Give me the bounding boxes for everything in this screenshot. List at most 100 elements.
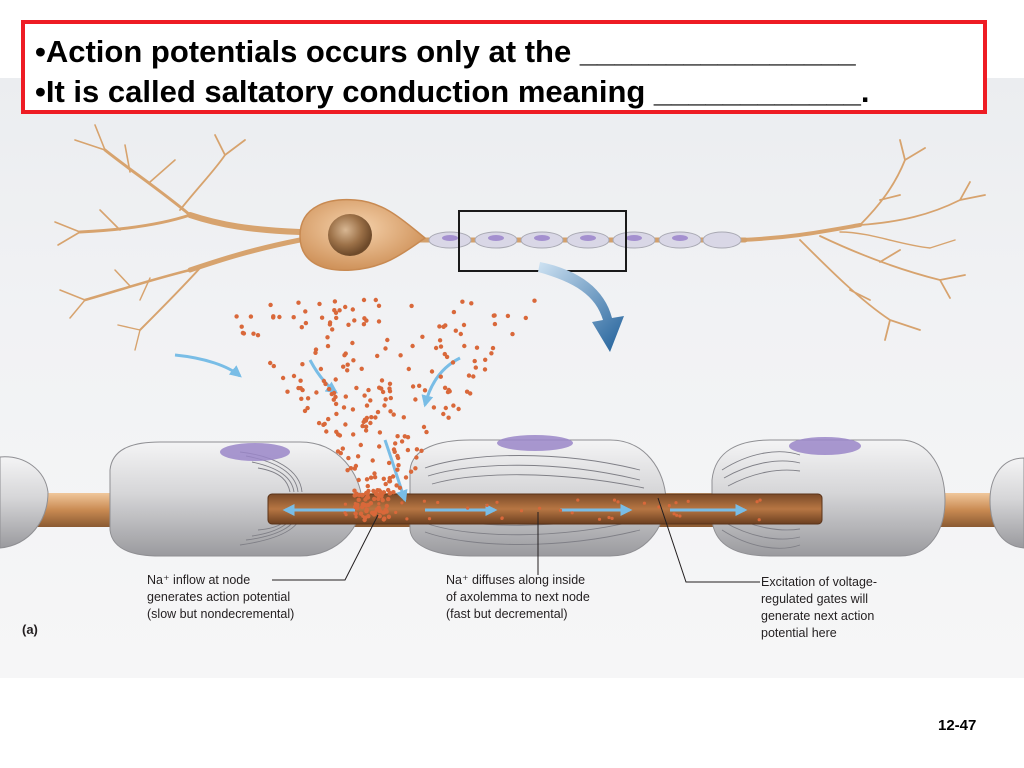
sodium-ion-dot <box>410 384 416 389</box>
sodium-ion-dot <box>462 343 467 349</box>
sodium-ion-dot <box>251 331 256 336</box>
sodium-ion-dot <box>241 331 247 336</box>
sodium-ion-dot <box>382 403 387 408</box>
sodium-ion-dot <box>327 320 333 325</box>
sodium-ion-dot <box>239 324 244 329</box>
sodium-ion-dot <box>354 491 359 496</box>
sodium-ion-dot <box>366 514 371 519</box>
question-box: •Action potentials occurs only at the __… <box>21 20 987 114</box>
sodium-ion-dot <box>383 481 388 487</box>
sodium-ion-dot <box>413 466 418 471</box>
sodium-ion-dot <box>441 324 446 329</box>
sodium-ion-dot <box>364 490 369 496</box>
sodium-ion-dot <box>468 391 473 396</box>
sodium-ion-dot <box>377 502 381 506</box>
sodium-ion-dot <box>386 514 392 519</box>
sodium-ion-dot <box>431 405 437 410</box>
sodium-ion-dot <box>616 500 620 504</box>
sodium-ion-dot <box>387 479 393 484</box>
sodium-ion-dot <box>391 412 396 417</box>
sodium-ion-dot <box>318 366 324 372</box>
neuron-illustration <box>54 124 986 351</box>
sodium-ion-dot <box>387 381 393 386</box>
sodium-ion-dot <box>436 500 440 505</box>
sodium-ion-dot <box>370 458 375 463</box>
sodium-ion-dot <box>346 455 351 461</box>
sodium-ion-dot <box>472 358 477 364</box>
sodium-ion-dot <box>325 335 330 340</box>
label-excitation: Excitation of voltage- regulated gates w… <box>761 574 877 642</box>
axon-terminals <box>738 139 986 341</box>
sodium-ion-dot <box>340 446 345 451</box>
sodium-ion-dot <box>350 340 355 346</box>
myelinated-axon-detail <box>0 435 1024 557</box>
sodium-ion-dot <box>316 420 322 426</box>
sodium-ion-dot <box>384 509 389 514</box>
sodium-ion-dot <box>372 475 378 480</box>
nucleus <box>328 214 372 256</box>
sodium-ion-dot <box>364 495 370 500</box>
label-diffusion-line-1: Na⁺ diffuses along inside <box>446 573 586 587</box>
sodium-ion-dot <box>442 385 448 390</box>
sodium-ion-dot <box>473 365 478 370</box>
sodium-ion-dot <box>354 385 359 391</box>
sodium-ion-dot <box>414 455 419 460</box>
sodium-ion-dot <box>364 477 370 482</box>
sodium-ion-dot <box>354 504 358 508</box>
sodium-ion-dot <box>277 314 282 320</box>
sodium-ion-dot <box>325 343 331 349</box>
sodium-ion-dot <box>372 496 377 502</box>
sodium-ion-dot <box>356 477 361 483</box>
question-line-2: •It is called saltatory conduction meani… <box>35 74 870 109</box>
sodium-ion-dot <box>612 498 617 502</box>
sodium-ion-dot <box>399 439 405 444</box>
left-dendrites <box>54 124 303 351</box>
sodium-ion-dot <box>489 351 494 356</box>
sodium-ion-dot <box>386 496 391 502</box>
sodium-ion-dot <box>505 313 511 319</box>
sodium-ion-dot <box>355 454 361 459</box>
sodium-ion-dot <box>441 411 446 417</box>
sodium-ion-dot <box>510 331 515 337</box>
sodium-ion-dot <box>377 488 382 493</box>
sodium-ion-dot <box>330 327 335 332</box>
sodium-ion-dot <box>375 409 381 415</box>
sodium-ion-dot <box>326 416 331 422</box>
sodium-ion-dot <box>438 344 444 349</box>
sodium-ion-dot <box>485 503 489 507</box>
sodium-ion-dot <box>388 409 393 414</box>
sodium-ion-dot <box>372 510 377 515</box>
sodium-ion-dot <box>313 347 319 352</box>
zoom-arrow <box>538 262 624 352</box>
sodium-ion-dot <box>271 314 276 319</box>
sodium-ion-dot <box>422 388 428 393</box>
sodium-ion-dot <box>350 407 356 412</box>
sodium-ion-dot <box>305 405 310 411</box>
sodium-ion-dot <box>333 377 338 382</box>
sodium-ion-dot <box>296 300 301 305</box>
sodium-ion-dot <box>291 373 297 379</box>
sodium-ion-dot <box>442 351 447 357</box>
sodium-ion-dot <box>461 322 467 328</box>
label-diffusion-line-2: of axolemma to next node <box>446 590 590 604</box>
sodium-ion-dot <box>368 475 374 480</box>
sodium-ion-dot <box>386 460 392 466</box>
sodium-ion-dot <box>456 406 461 412</box>
sodium-ion-dot <box>387 386 392 391</box>
sodium-ion-dot <box>360 502 366 507</box>
sodium-ion-dot <box>405 447 411 453</box>
sodium-ion-dot <box>396 463 401 468</box>
sodium-ion-dot <box>361 297 367 303</box>
sodium-ion-dot <box>757 518 761 522</box>
sodium-ion-dot <box>523 315 528 321</box>
label-diffusion-line-3: (fast but decremental) <box>446 607 568 621</box>
sodium-ion-dot <box>674 501 678 505</box>
sodium-ion-dot <box>607 515 611 520</box>
sodium-ion-dot <box>393 441 398 446</box>
sodium-ion-dot <box>302 408 308 414</box>
sodium-ion-dot <box>755 500 759 504</box>
sodium-ion-dot <box>381 490 387 495</box>
sodium-ion-dot <box>350 307 355 312</box>
sodium-ion-dot <box>356 497 361 502</box>
sodium-ion-dot <box>672 512 676 516</box>
